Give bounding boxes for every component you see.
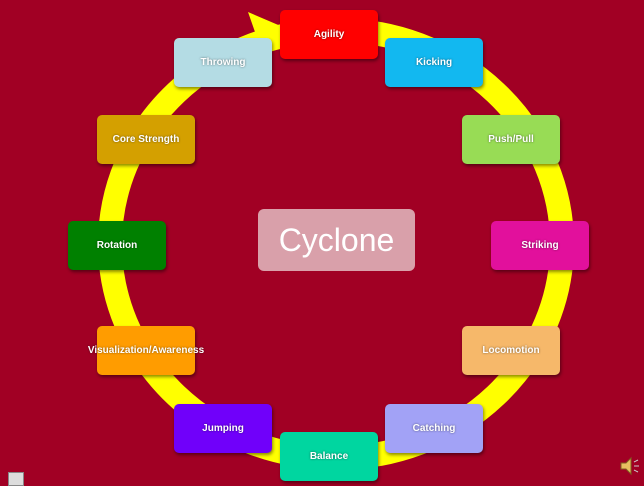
cycle-item-kicking: Kicking — [385, 38, 483, 87]
center-label: Cyclone — [258, 209, 415, 271]
cycle-item-throwing: Throwing — [174, 38, 272, 87]
cycle-item-push-pull: Push/Pull — [462, 115, 560, 164]
cycle-item-rotation: Rotation — [68, 221, 166, 270]
cycle-item-jumping: Jumping — [174, 404, 272, 453]
cycle-item-agility: Agility — [280, 10, 378, 59]
cycle-item-striking: Striking — [491, 221, 589, 270]
cycle-item-visualization-awareness: Visualization/Awareness — [88, 326, 204, 375]
cycle-item-core-strength: Core Strength — [97, 115, 195, 164]
cycle-item-locomotion: Locomotion — [462, 326, 560, 375]
cycle-item-catching: Catching — [385, 404, 483, 453]
speaker-icon[interactable] — [618, 455, 640, 477]
cycle-item-balance: Balance — [280, 432, 378, 481]
